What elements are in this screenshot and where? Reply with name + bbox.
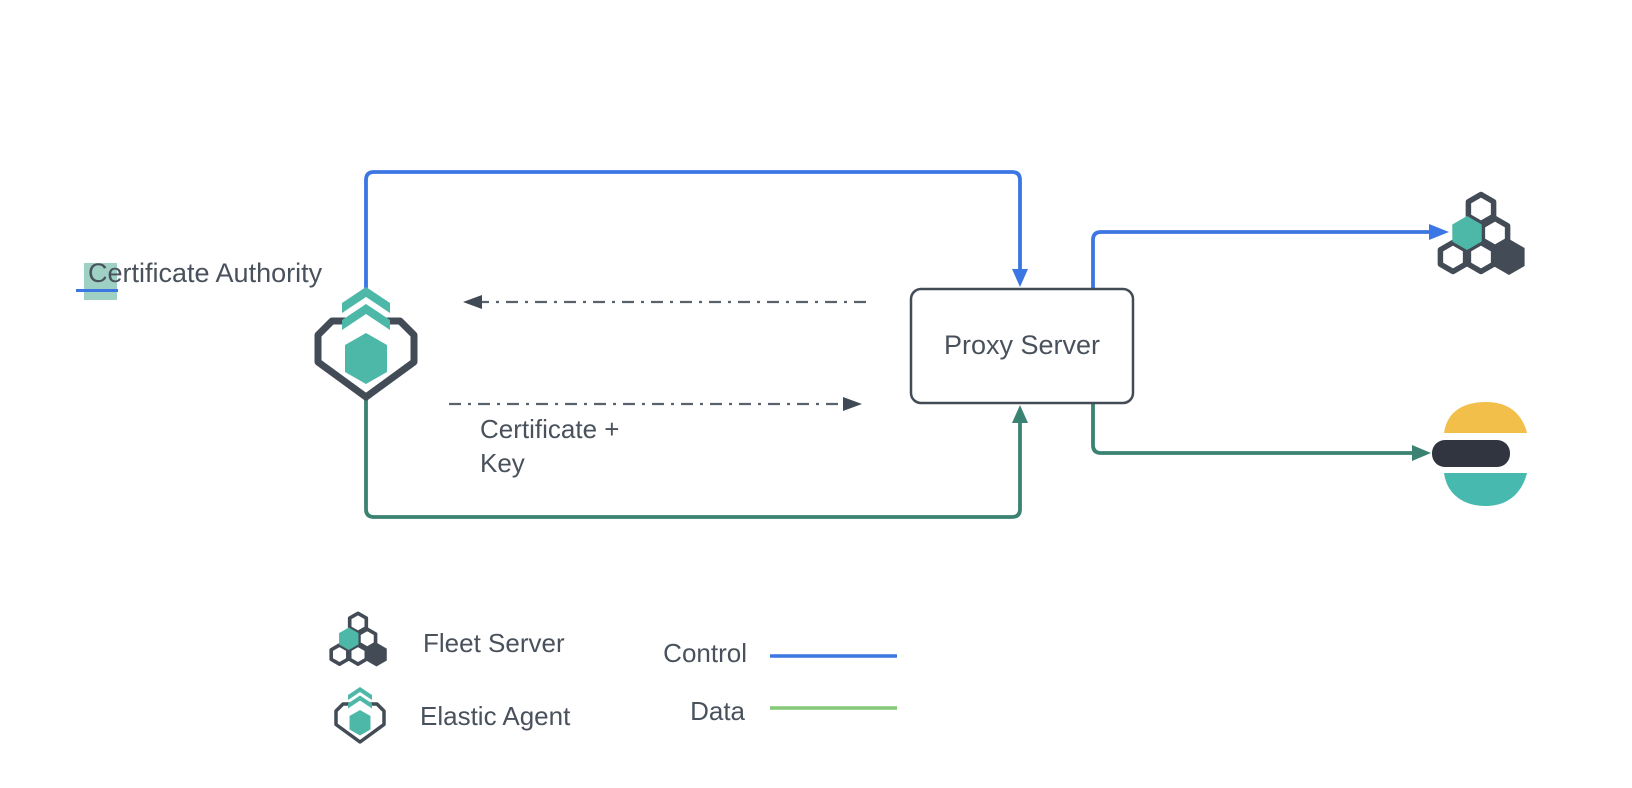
- certificate-key-edge-label: Certificate + Key: [480, 414, 620, 478]
- certificate-authority-label: Certificate Authority: [88, 257, 322, 291]
- legend-elastic-agent-label: Elastic Agent: [420, 701, 571, 731]
- text-selection-highlight: [84, 263, 117, 300]
- control-line-agent-to-proxy: [364, 170, 1022, 296]
- data-arrowhead-into-elasticsearch: [1412, 445, 1431, 461]
- text-cursor-underline: [76, 289, 118, 292]
- legend-fleet-server-icon: [329, 611, 389, 669]
- control-arrowhead-into-proxy: [1012, 269, 1028, 287]
- control-arrowhead-into-fleet: [1429, 224, 1449, 240]
- proxy-server-label: Proxy Server: [943, 330, 1101, 361]
- proxy-server-box: [909, 287, 1135, 405]
- data-arrowhead-into-proxy: [1012, 405, 1028, 423]
- legend-control-label: Control: [663, 638, 747, 668]
- legend-fleet-server-label: Fleet Server: [423, 628, 565, 658]
- data-line-agent-to-proxy: [364, 398, 1022, 519]
- elasticsearch-logo: [1432, 402, 1527, 506]
- dashed-arrowhead-right: [843, 397, 862, 411]
- control-line-proxy-to-fleet: [1091, 230, 1429, 289]
- legend-data-label: Data: [690, 696, 745, 726]
- dashed-arrowhead-left: [463, 295, 482, 309]
- fleet-server-icon: [1440, 195, 1524, 276]
- certificate-authority-label-rest: ertificate Authority: [107, 258, 323, 288]
- legend-elastic-agent-icon: [334, 685, 386, 744]
- elastic-agent-icon: [318, 287, 414, 397]
- data-line-proxy-to-elasticsearch: [1091, 403, 1412, 455]
- certificate-authority-highlight-char: C: [88, 258, 108, 288]
